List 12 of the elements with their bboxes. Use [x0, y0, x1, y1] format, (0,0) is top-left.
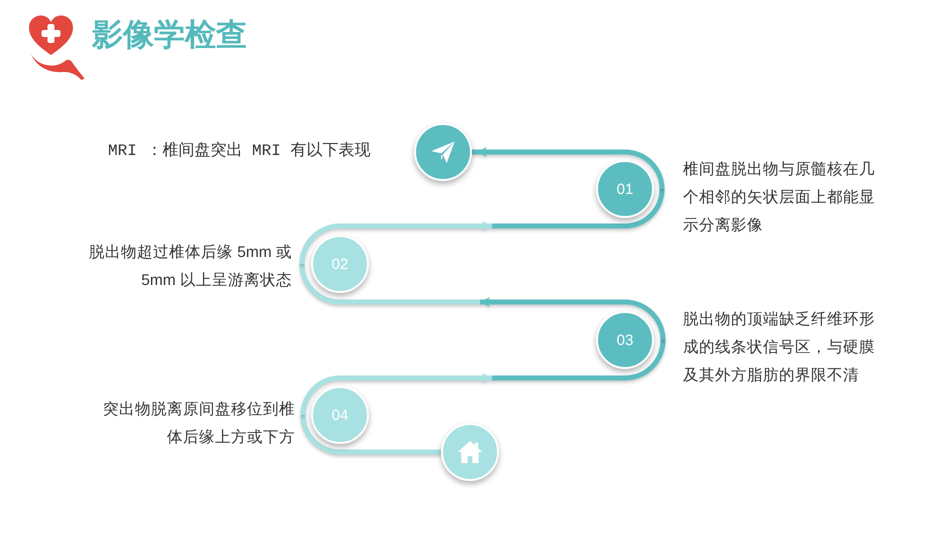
step-description: 突出物脱离原间盘移位到椎体后缘上方或下方 [102, 400, 295, 448]
step-number-circle: 03 [596, 311, 654, 369]
step-number-circle: 02 [311, 235, 369, 293]
home-icon [441, 423, 499, 481]
page-title: 影像学检查 [92, 16, 247, 54]
step-number-circle: 04 [311, 386, 369, 444]
step-description: 脱出物超过椎体后缘 5mm 或 5mm 以上呈游离状态 [88, 243, 292, 291]
paper-plane-icon [414, 123, 472, 181]
step-number-circle: 01 [596, 160, 654, 218]
step-description: 椎间盘脱出物与原髓核在几个相邻的矢状层面上都能显示分离影像 [683, 160, 876, 236]
intro-text: MRI ：椎间盘突出 MRI 有以下表现 [108, 140, 370, 162]
step-description: 脱出物的顶端缺乏纤维环形成的线条状信号区，与硬膜及其外方脂肪的界限不清 [683, 310, 876, 386]
